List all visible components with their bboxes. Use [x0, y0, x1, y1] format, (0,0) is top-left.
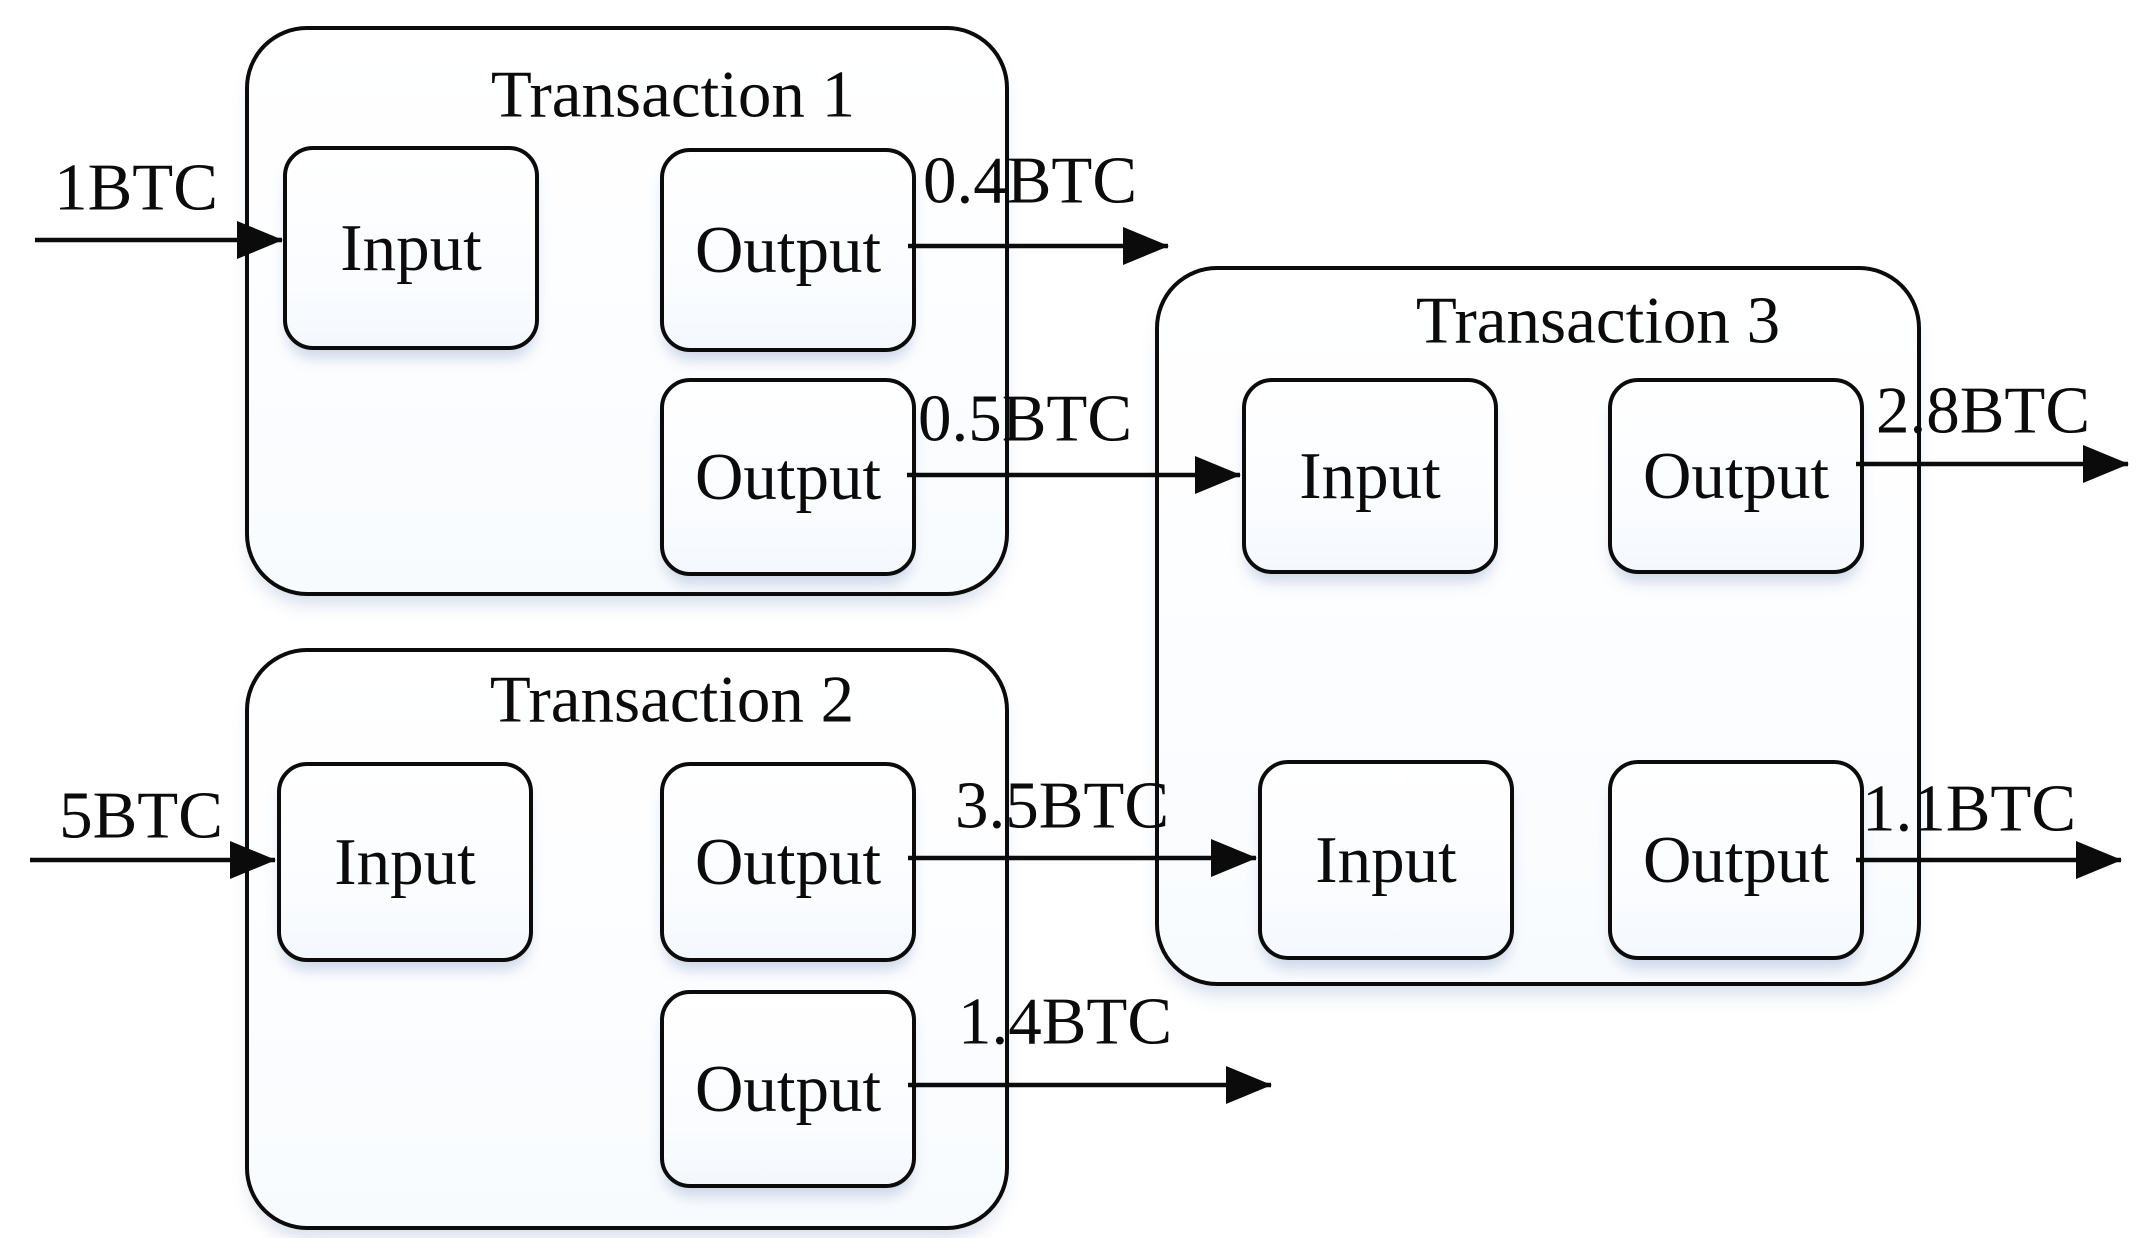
flow-5btc-label: 5BTC [59, 778, 223, 853]
flow-05btc-label: 0.5BTC [917, 381, 1133, 456]
t1-input-box: Input [283, 146, 539, 350]
t2-output1-label: Output [694, 824, 882, 899]
flow-14btc-label: 1.4BTC [957, 984, 1173, 1059]
t1-output2-box: Output [660, 378, 916, 576]
t3-output2-label: Output [1642, 822, 1830, 897]
t2-output2-label: Output [694, 1051, 882, 1126]
t1-output1-label: Output [694, 212, 882, 287]
t3-input1-label: Input [1299, 438, 1441, 513]
flow-35btc-label: 3.5BTC [954, 768, 1170, 843]
t3-input2-label: Input [1315, 822, 1457, 897]
t1-output1-box: Output [660, 148, 916, 352]
t1-input-label: Input [340, 210, 482, 285]
flow-04btc-label: 0.4BTC [922, 143, 1138, 218]
transaction-3-title: Transaction 3 [1415, 283, 1781, 358]
t2-output2-box: Output [660, 990, 916, 1188]
flow-11btc-label: 1.1BTC [1861, 771, 2077, 846]
t2-input-label: Input [334, 824, 476, 899]
transaction-2-title: Transaction 2 [489, 662, 855, 737]
t2-output1-box: Output [660, 762, 916, 962]
flow-1btc-label: 1BTC [54, 150, 218, 225]
t3-output2-box: Output [1608, 760, 1864, 960]
t3-output1-box: Output [1608, 378, 1864, 574]
t3-input1-box: Input [1242, 378, 1498, 574]
transaction-1-title: Transaction 1 [490, 57, 856, 132]
t2-input-box: Input [277, 762, 533, 962]
t3-output1-label: Output [1642, 438, 1830, 513]
flow-28btc-label: 2.8BTC [1875, 373, 2091, 448]
t3-input2-box: Input [1258, 760, 1514, 960]
t1-output2-label: Output [694, 439, 882, 514]
